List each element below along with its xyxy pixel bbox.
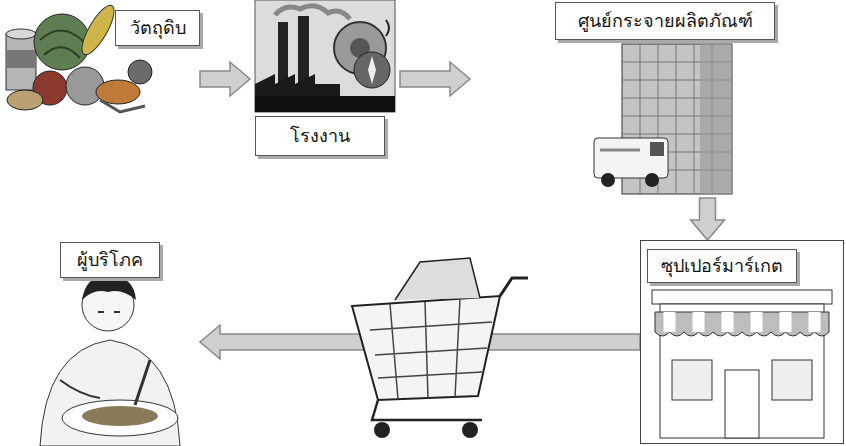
distribution-building-art [650,142,664,156]
raw-materials-art [76,1,120,58]
raw-materials-art [100,100,145,112]
supermarket-storefront-art [655,312,829,336]
supermarket-storefront-art [652,290,832,438]
distribution-building-art [645,173,659,187]
shopping-cart-art [462,422,478,438]
raw-materials-art [34,14,90,70]
node-label: โรงงาน [255,116,385,156]
consumer-child-art [62,400,178,436]
shopping-cart-art [372,400,482,420]
consumer-child-art [60,380,100,398]
node-label: ศูนย์กระจายผลิตภัณฑ์ [555,2,775,40]
distribution-building-art [594,138,668,178]
factory-art [386,20,389,36]
factory-art [278,22,288,84]
distribution-building-art [700,44,732,194]
node-label: ซุปเปอร์มาร์เกต [647,249,797,283]
consumer-child-art [98,311,120,313]
distribution-building-art [601,173,615,187]
consumer-child-art [82,276,136,300]
factory-box: โรงงาน [250,0,400,158]
raw-materials-art [6,34,36,90]
factory-art [298,16,309,84]
shopping-cart-art [395,258,480,300]
supermarket-storefront-art [772,360,812,400]
raw-material-box: วัตถุดิบ [0,0,200,170]
consumer-child-art [40,340,180,446]
node-label: วัตถุดิบ [115,10,200,46]
consumer-box: ผู้บริโภค [20,240,200,446]
shopping-cart-art [374,422,390,438]
distribution-center-box: ศูนย์กระจายผลิตภัณฑ์ [470,0,775,198]
consumer-child-art [40,276,180,446]
consumer-child-art [82,406,158,426]
supermarket-storefront-art [670,312,815,332]
supermarket-storefront-art [725,370,759,438]
factory-art [275,6,350,19]
raw-materials-art [128,60,152,84]
distribution-building-art [594,44,732,194]
raw-materials-art [6,29,36,39]
raw-materials-art [7,90,43,110]
supermarket-storefront-art [652,290,832,304]
raw-materials-art [40,30,84,58]
shopping-cart-art [352,258,528,438]
supermarket-storefront-art [672,360,712,400]
shopping-cart-art [500,278,528,296]
flow-arrow [200,62,250,96]
supermarket-box: ซุปเปอร์มาร์เกต [640,240,844,444]
node-label: ผู้บริโภค [60,242,160,278]
raw-materials-art [6,50,36,68]
distribution-building-art [600,149,640,152]
factory-art [255,0,395,112]
flow-arrow [400,62,470,96]
factory-art [354,52,390,88]
factory-art [368,56,376,84]
factory-art [255,96,395,112]
shopping-cart-art [370,299,492,399]
shopping-cart-art [352,296,500,400]
factory-art [255,0,395,112]
flow-arrow [691,198,725,240]
consumer-child-art [135,360,150,405]
